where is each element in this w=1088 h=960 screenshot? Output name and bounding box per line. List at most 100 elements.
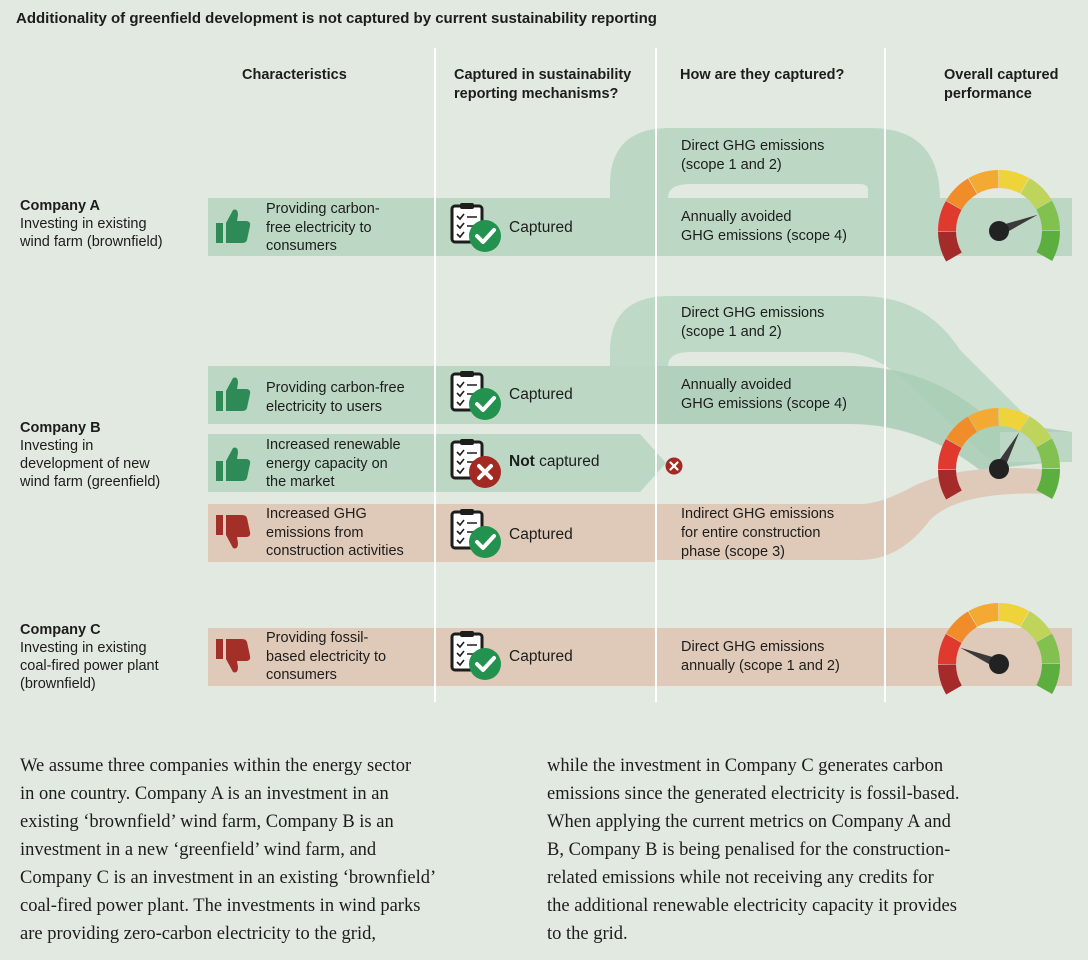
gauge-hub [989,459,1009,479]
clipboard-check-icon [450,631,501,680]
status-b2: Not captured [509,453,599,471]
paragraph-left-line: We assume three companies within the ene… [20,756,412,776]
infographic-title: Additionality of greenfield development … [16,10,657,27]
status-b2-bold: Not [509,453,535,470]
paragraph-left-line: coal-fired power plant. The investments … [20,896,421,916]
how-b-avoided: Annually avoided GHG emissions (scope 4) [681,376,847,414]
not-captured-x-icon [665,457,683,475]
paragraph-right-line: related emissions while not receiving an… [547,868,934,888]
how-b-construction: Indirect GHG emissions for entire constr… [681,505,834,562]
how-a-direct: Direct GHG emissions (scope 1 and 2) [681,137,824,175]
gauge-segment [1020,416,1052,448]
flow-shapes [610,128,1072,560]
column-divider-1 [434,48,436,702]
company-b-label: Company B Investing in development of ne… [20,419,160,491]
char-c1: Providing fossil- based electricity to c… [266,629,386,685]
gauge-segment [1036,438,1060,469]
char-b2: Increased renewable energy capacity on t… [266,436,401,492]
status-a1: Captured [509,219,573,236]
gauge-segment [1036,633,1060,664]
char-a1-line1: Providing carbon- [266,201,380,217]
flow-arch-company-b [610,296,1040,470]
char-c1-line1: Providing fossil- [266,630,369,646]
header-overall-line2: performance [944,86,1032,102]
paragraph-left: We assume three companies within the ene… [20,752,490,948]
company-c-label: Company C Investing in existing coal-fir… [20,621,159,693]
row-band-company-c [208,628,1072,686]
char-b1-line2: electricity to users [266,398,383,415]
gauge-segment [1036,200,1060,231]
row-band-b-carbon-free [208,366,656,424]
header-captured: Captured in sustainability reporting mec… [454,66,631,104]
gauge-segment [968,408,999,432]
thumbs-up-icon [216,209,251,243]
status-b1: Captured [509,386,573,403]
paragraph-left-line: are providing zero-carbon electricity to… [20,924,376,944]
column-divider-3 [884,48,886,702]
char-b1-line1: Providing carbon-free [266,380,405,396]
how-b-avoided-line2: GHG emissions (scope 4) [681,396,847,412]
company-b-desc-2: development of new [20,456,150,472]
company-c-desc-2: coal-fired power plant [20,658,159,674]
how-c-direct: Direct GHG emissions annually (scope 1 a… [681,638,840,676]
column-divider-2 [655,48,657,702]
char-b2-line1: Increased renewable [266,437,401,453]
how-c-direct-line1: Direct GHG emissions [681,639,825,655]
gauge-segment [938,231,962,262]
char-b3-line1: Increased GHG [266,506,367,522]
char-b2-line3: the market [266,474,335,490]
company-b-desc-1: Investing in [20,438,94,454]
gauge-segment [998,170,1029,194]
char-b2-line2: energy capacity on [266,455,388,472]
paragraph-right-line: to the grid. [547,924,628,944]
header-overall: Overall captured performance [944,66,1058,104]
company-c-desc-3: (brownfield) [20,676,96,692]
gauge-segment [938,201,962,232]
status-b3: Captured [509,526,573,543]
char-a1-line2: free electricity to [266,219,372,236]
company-b-desc-3: wind farm (greenfield) [20,474,161,490]
how-b-direct: Direct GHG emissions (scope 1 and 2) [681,304,824,342]
how-b-construction-line2: for entire construction [681,525,821,541]
row-band-b-construction [208,504,656,562]
char-b3-line2: emissions from [266,524,364,541]
company-a-name: Company A [20,198,101,214]
company-c-name: Company C [20,622,101,638]
char-c1-line3: consumers [266,667,337,683]
flow-arch-company-a [610,128,940,200]
thumbs-down-icon [216,639,251,673]
gauge-hub [989,221,1009,241]
company-b-name: Company B [20,420,101,436]
gauge-segment [938,664,962,695]
header-captured-line2: reporting mechanisms? [454,86,619,102]
paragraph-right-line: When applying the current metrics on Com… [547,812,951,832]
header-overall-line1: Overall captured [944,67,1059,83]
gauge-segment [998,603,1029,627]
gauge-hub [989,654,1009,674]
gauge-company-a [938,170,1060,262]
how-b-avoided-line1: Annually avoided [681,377,792,393]
clipboard-check-icon [450,371,501,420]
char-b1: Providing carbon-free electricity to use… [266,379,405,416]
how-a-avoided: Annually avoided GHG emissions (scope 4) [681,208,847,246]
paragraph-right: while the investment in Company C genera… [547,752,1047,948]
gauge-segment [968,603,999,627]
how-b-construction-line3: phase (scope 3) [681,544,785,560]
char-b3-line3: construction activities [266,543,404,559]
how-b-construction-line1: Indirect GHG emissions [681,506,835,522]
gauge-segment [1036,663,1060,694]
gauge-company-b [938,408,1060,500]
flow-avoided-company-b [655,366,1072,470]
how-b-direct-line2: (scope 1 and 2) [681,324,782,340]
status-b2-rest: captured [534,453,600,470]
thumbs-up-icon [216,377,251,411]
how-a-avoided-line2: GHG emissions (scope 4) [681,228,847,244]
gauge-segment [938,634,962,665]
clipboard-check-icon [450,509,501,558]
company-a-desc-1: Investing in existing [20,216,147,232]
gauge-segment [1020,178,1052,210]
company-a-desc-2: wind farm (brownfield) [20,234,163,250]
gauge-segment [946,178,978,210]
how-a-direct-line2: (scope 1 and 2) [681,157,782,173]
row-band-company-a [208,198,1072,256]
